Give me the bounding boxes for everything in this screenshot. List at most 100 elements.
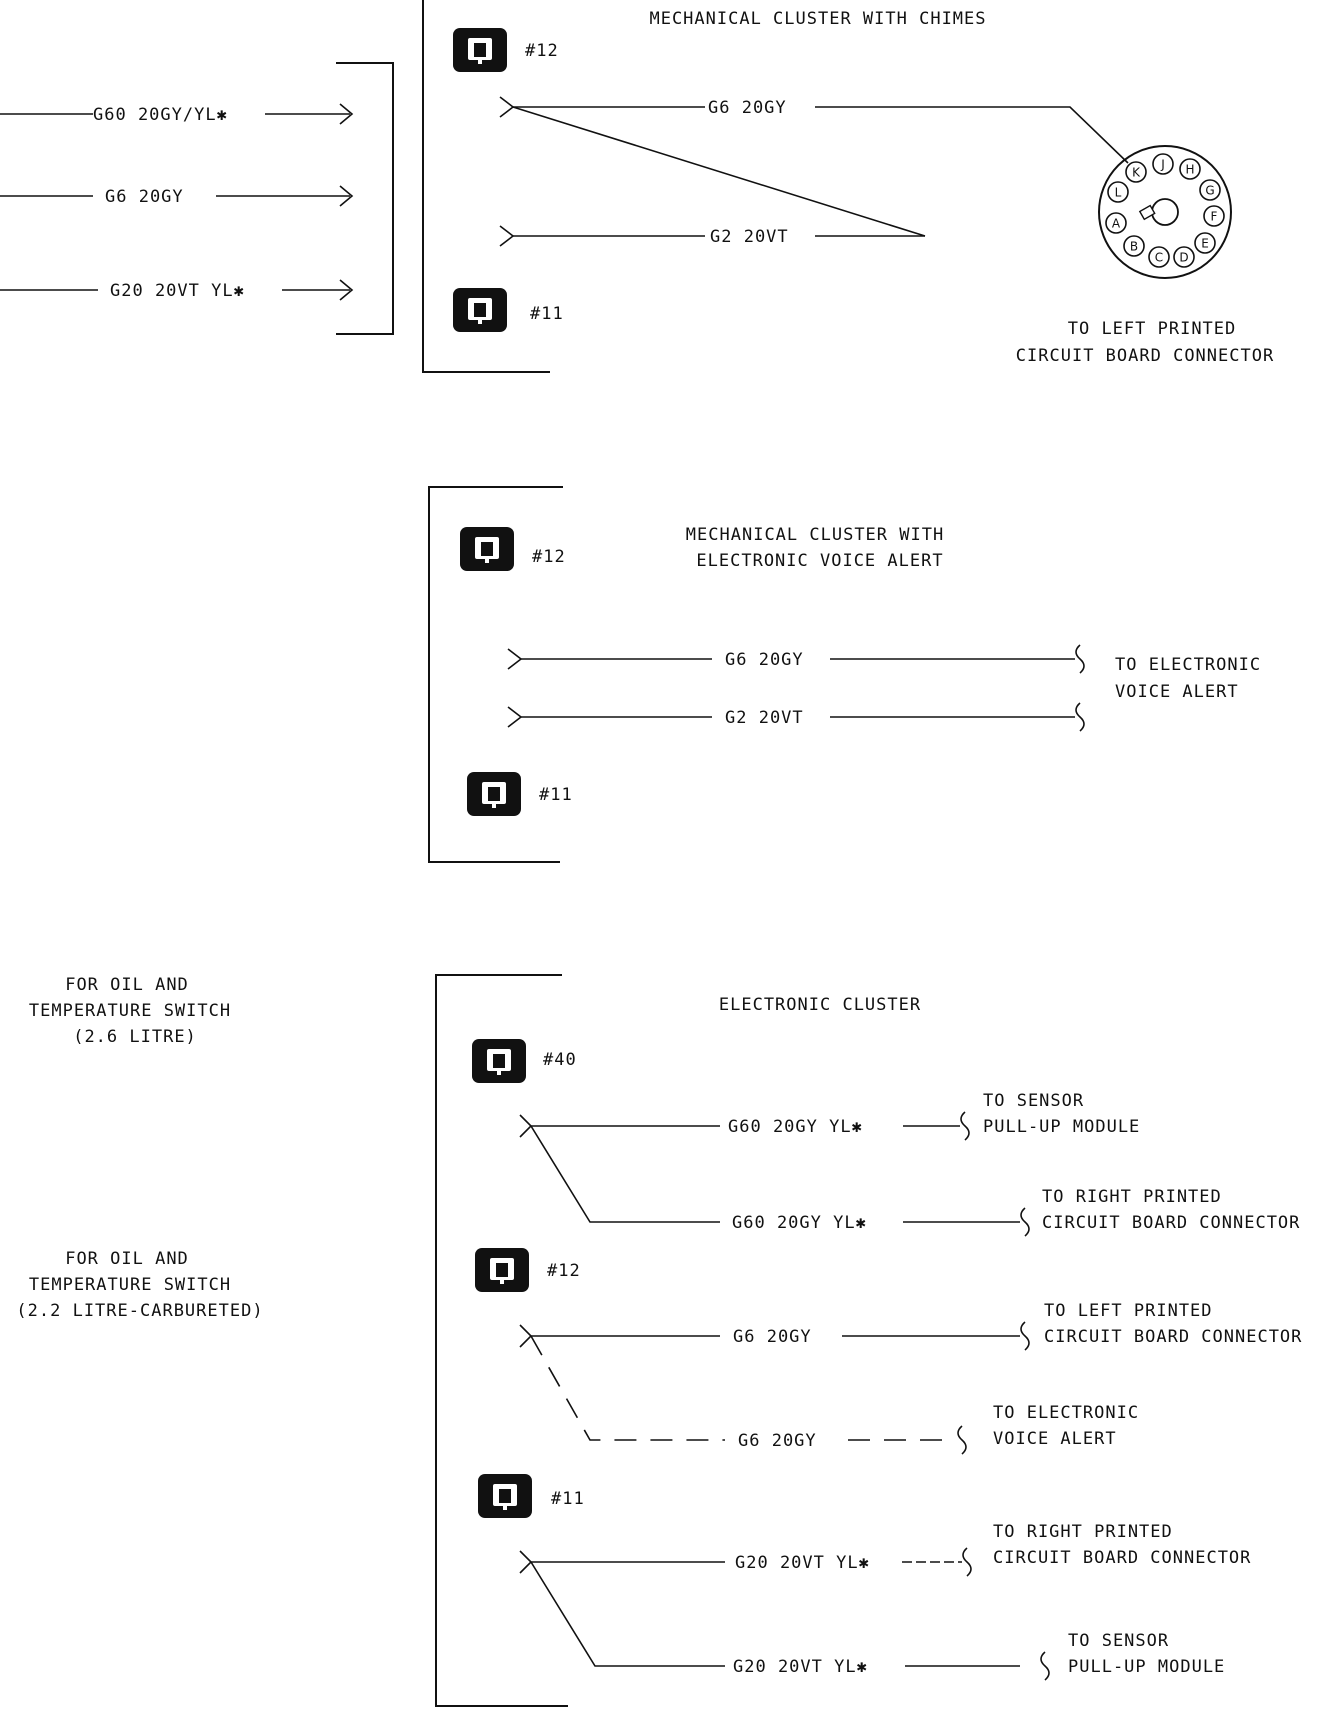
connector-pin [1123,235,1145,257]
connector-number: #11 [539,785,573,805]
connector-icon [472,1039,526,1083]
connector-pin [1173,246,1195,268]
terminal-icon [499,96,515,118]
wire-label-g6: G6 20GY [725,650,804,670]
note-text: TEMPERATURE SWITCH [29,1275,231,1295]
round-connector: K J H L G A F B E C D [1098,145,1232,279]
wire-line [530,1561,725,1667]
wire-break-icon [1075,702,1085,732]
section-voice-alert: MECHANICAL CLUSTER WITH ELECTRONIC VOICE… [428,486,1261,863]
wire-label-g20: G20 20VT YL✱ [735,1553,870,1573]
connector-pin-label: K [1132,166,1141,180]
terminal-icon [519,1550,533,1574]
wire-break-icon [1020,1321,1030,1351]
arrow-right-icon [339,103,354,125]
connector-icon [460,527,514,571]
section-chimes: MECHANICAL CLUSTER WITH CHIMES #12 G6 20… [422,0,1274,373]
wire-break-icon [1040,1651,1050,1681]
destination-label: TO SENSOR [1068,1631,1169,1651]
destination-label: VOICE ALERT [1115,682,1239,702]
connector-keyway [1138,204,1156,221]
connector-pin [1179,158,1201,180]
destination-label: TO ELECTRONIC [1115,655,1261,675]
destination-label: CIRCUIT BOARD CONNECTOR [1016,346,1274,366]
connector-number: #12 [532,547,566,567]
wire-line [530,1125,720,1223]
connector-pin [1152,153,1174,175]
arrow-right-icon [339,185,354,207]
terminal-icon [519,1324,533,1348]
wire-break-icon [962,1547,972,1577]
section-title: ELECTRONIC CLUSTER [719,995,921,1015]
connector-pin [1148,246,1170,268]
wire-break-icon [1020,1207,1030,1237]
wire-break-icon [957,1425,967,1455]
connector-icon [453,288,507,332]
connector-pin [1105,212,1127,234]
notes: FOR OIL AND TEMPERATURE SWITCH (2.6 LITR… [16,975,263,1321]
connector-pin-label: C [1155,251,1163,265]
connector-pin-label: B [1130,240,1138,254]
connector-key [1151,198,1179,226]
connector-number: #11 [551,1489,585,1509]
connector-pin [1125,161,1147,183]
destination-label: CIRCUIT BOARD CONNECTOR [1044,1327,1302,1347]
connector-pin-label: L [1115,186,1122,200]
note-text: TEMPERATURE SWITCH [29,1001,231,1021]
connector-number: #40 [543,1050,577,1070]
connector-icon [453,28,507,72]
connector-number: #12 [547,1261,581,1281]
section-border [435,974,568,1707]
wire-label-g60: G60 20GY/YL✱ [93,105,228,125]
note-text: (2.2 LITRE-CARBURETED) [16,1301,263,1321]
terminal-icon [499,225,515,247]
connector-pin-label: F [1211,210,1218,224]
connector-outline [1098,145,1232,279]
connector-pin-label: G [1205,184,1214,198]
section-title: ELECTRONIC VOICE ALERT [696,551,943,571]
wire-break-icon [1075,644,1085,674]
arrow-right-icon [339,279,354,301]
section-border [422,0,550,373]
wire-label-g6: G6 20GY [708,98,787,118]
section-title: MECHANICAL CLUSTER WITH CHIMES [649,9,986,29]
left-input-wires: G60 20GY/YL✱ G6 20GY G20 20VT YL✱ [0,62,394,335]
connector-icon [478,1474,532,1518]
wire-label-g60: G60 20GY YL✱ [728,1117,863,1137]
connector-pin [1203,205,1225,227]
connector-number: #11 [530,304,564,324]
connector-icon [467,772,521,816]
wire-label-g20: G20 20VT YL✱ [733,1657,868,1677]
destination-label: VOICE ALERT [993,1429,1117,1449]
connector-pin-label: D [1179,251,1188,265]
destination-label: CIRCUIT BOARD CONNECTOR [1042,1213,1300,1233]
connector-pin-label: E [1201,237,1209,251]
wire-label-g2: G2 20VT [725,708,804,728]
note-text: FOR OIL AND [65,1249,189,1269]
connector-pin-label: H [1185,163,1194,177]
destination-label: CIRCUIT BOARD CONNECTOR [993,1548,1251,1568]
connector-pin-label: A [1112,217,1121,231]
wire-label-g20: G20 20VT YL✱ [110,281,245,301]
wire-line [815,106,1129,164]
terminal-icon [507,706,523,728]
destination-label: TO ELECTRONIC [993,1403,1139,1423]
wire-label-g6: G6 20GY [733,1327,812,1347]
connector-pin [1194,232,1216,254]
terminal-icon [507,648,523,670]
wire-label-g2: G2 20VT [710,227,789,247]
wire-label-g6: G6 20GY [738,1431,817,1451]
wire-label-g60: G60 20GY YL✱ [732,1213,867,1233]
section-electronic-cluster: ELECTRONIC CLUSTER #40 G60 20GY YL✱ TO S… [435,974,1302,1707]
destination-label: TO RIGHT PRINTED [993,1522,1173,1542]
destination-label: TO SENSOR [983,1091,1084,1111]
note-text: FOR OIL AND [65,975,189,995]
connector-pins: K J H L G A F B E C D [1105,153,1225,268]
terminal-icon [519,1114,533,1138]
connector-icon [475,1248,529,1292]
destination-label: TO LEFT PRINTED [1068,319,1237,339]
connector-pin-label: J [1160,158,1165,172]
destination-label: TO LEFT PRINTED [1044,1301,1213,1321]
wire-line [512,106,926,237]
